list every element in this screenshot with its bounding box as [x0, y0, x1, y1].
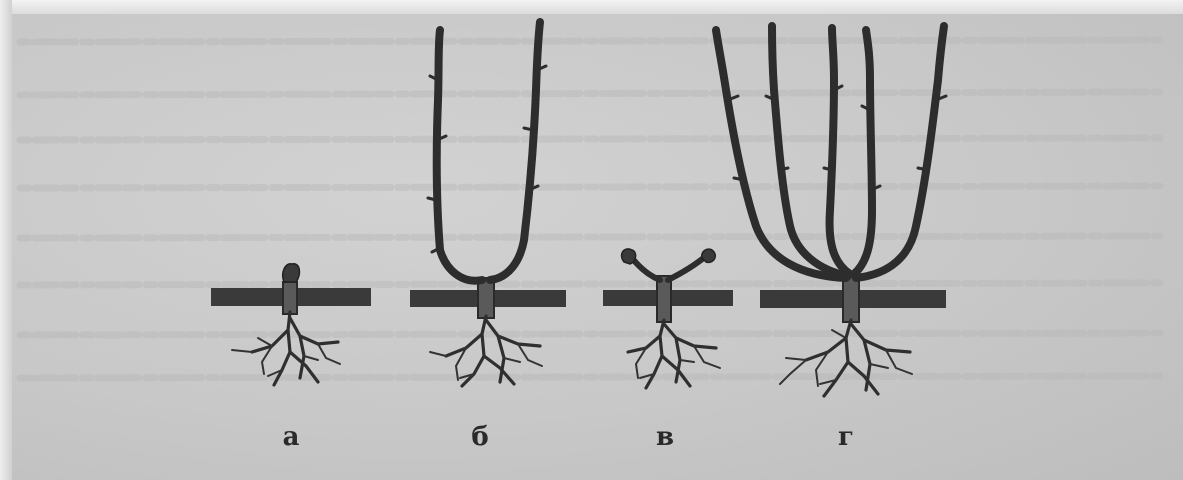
panel-v-shoot-right [668, 256, 706, 280]
panel-v-bud-right [702, 249, 716, 262]
panel-v-plant [603, 249, 733, 388]
panel-b-cane-left [437, 30, 482, 281]
panel-b-cane-right [490, 22, 540, 280]
panel-a-bud [283, 264, 300, 282]
bleed-through-text [20, 40, 1160, 378]
panel-v-stump [657, 276, 671, 322]
panel-v-bud-left [622, 249, 636, 264]
panel-g-plant [716, 26, 946, 396]
panel-v-shoot-left [632, 258, 660, 280]
panel-label-a: а [271, 424, 311, 450]
panel-label-g: г [826, 424, 866, 450]
panel-a-stump [283, 282, 297, 314]
panel-label-b: б [460, 424, 500, 450]
panel-label-v: в [645, 424, 685, 450]
